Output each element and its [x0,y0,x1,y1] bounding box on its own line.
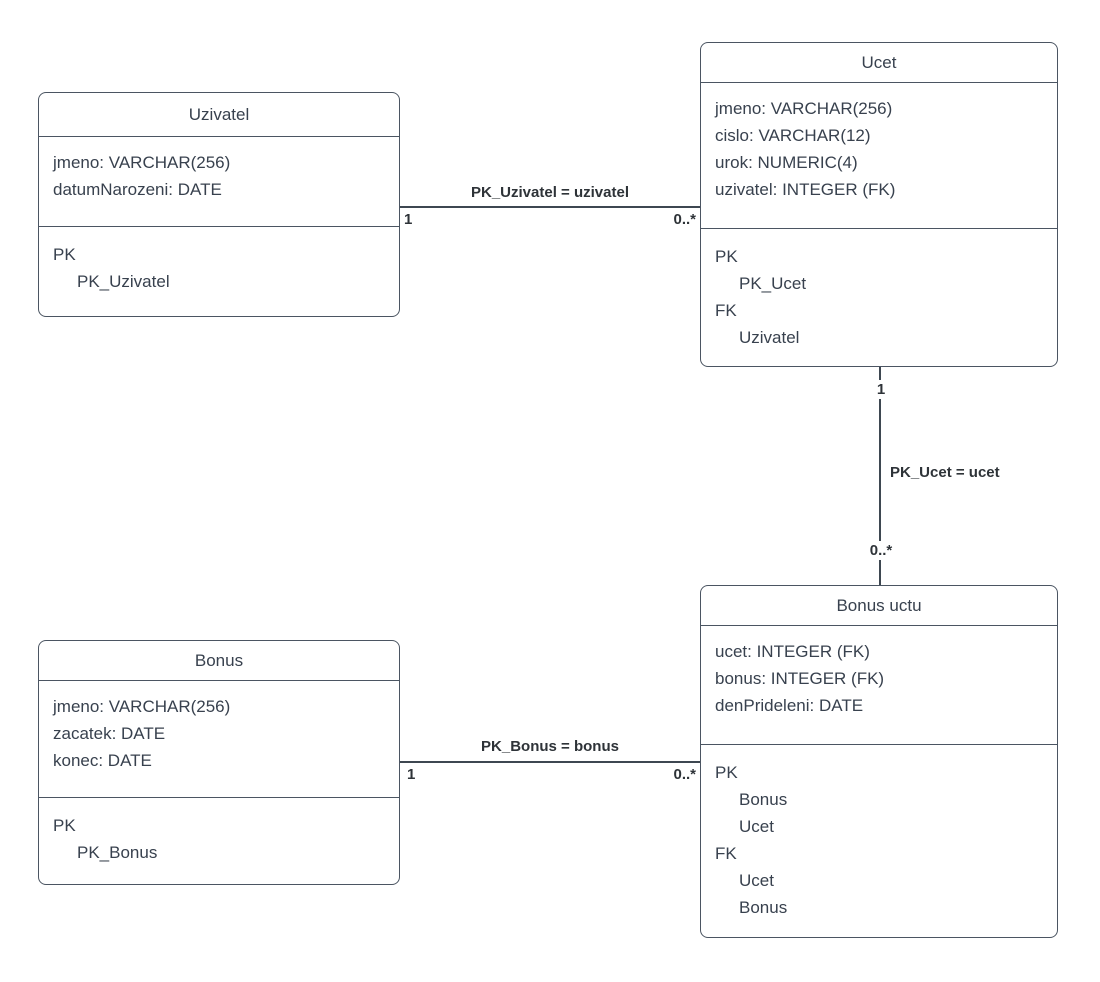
entity-bonus-keys: PK PK_Bonus [39,797,399,884]
edge-bonus-bonus-uctu-label: PK_Bonus = bonus [481,738,619,755]
edge-uzivatel-ucet-cardinality-one: 1 [404,211,413,228]
key-group-row: PK [715,247,738,266]
entity-bonus-attributes: jmeno: VARCHAR(256) zacatek: DATE konec:… [39,681,399,797]
attribute-row: jmeno: VARCHAR(256) [715,99,893,118]
key-member-row: PK_Uzivatel [77,272,170,291]
entity-bonus-uctu-keys: PK Bonus Ucet FK Ucet Bonus [701,744,1057,937]
edge-uzivatel-ucet-cardinality-many: 0..* [673,211,696,228]
entity-ucet[interactable]: Ucet jmeno: VARCHAR(256) cislo: VARCHAR(… [700,42,1058,367]
key-member-row: Ucet [739,871,774,890]
entity-bonus-title: Bonus [39,641,399,681]
entity-uzivatel-attributes: jmeno: VARCHAR(256) datumNarozeni: DATE [39,137,399,226]
attribute-row: cislo: VARCHAR(12) [715,126,871,145]
key-member-row: Uzivatel [739,328,800,347]
key-group-row: PK [53,816,76,835]
edge-bonus-bonus-uctu-cardinality-one: 1 [407,766,416,783]
edge-ucet-bonus-uctu-cardinality-many: 0..* [861,541,901,560]
key-member-row: Bonus [739,898,788,917]
attribute-row: ucet: INTEGER (FK) [715,642,870,661]
key-group-row: PK [715,763,738,782]
entity-bonus[interactable]: Bonus jmeno: VARCHAR(256) zacatek: DATE … [38,640,400,885]
attribute-row: zacatek: DATE [53,724,166,743]
entity-ucet-keys: PK PK_Ucet FK Uzivatel [701,228,1057,366]
entity-bonus-uctu[interactable]: Bonus uctu ucet: INTEGER (FK) bonus: INT… [700,585,1058,938]
key-member-row: Ucet [739,817,774,836]
attribute-row: urok: NUMERIC(4) [715,153,858,172]
entity-ucet-attributes: jmeno: VARCHAR(256) cislo: VARCHAR(12) u… [701,83,1057,228]
attribute-row: denPrideleni: DATE [715,696,864,715]
entity-uzivatel[interactable]: Uzivatel jmeno: VARCHAR(256) datumNaroze… [38,92,400,317]
attribute-row: jmeno: VARCHAR(256) [53,153,231,172]
entity-bonus-uctu-title: Bonus uctu [701,586,1057,626]
key-group-row: FK [715,844,737,863]
attribute-row: konec: DATE [53,751,152,770]
entity-uzivatel-keys: PK PK_Uzivatel [39,226,399,316]
edge-ucet-bonus-uctu-cardinality-one: 1 [866,380,896,399]
edge-ucet-bonus-uctu-label: PK_Ucet = ucet [890,464,1000,481]
edge-bonus-bonus-uctu-cardinality-many: 0..* [673,766,696,783]
attribute-row: uzivatel: INTEGER (FK) [715,180,896,199]
edge-ucet-bonus-uctu-line[interactable] [879,367,881,585]
attribute-row: jmeno: VARCHAR(256) [53,697,231,716]
key-member-row: PK_Ucet [739,274,807,293]
key-member-row: PK_Bonus [77,843,158,862]
edge-uzivatel-ucet-line[interactable] [400,206,700,208]
edge-bonus-bonus-uctu-line[interactable] [400,761,700,763]
attribute-row: datumNarozeni: DATE [53,180,222,199]
key-group-row: FK [715,301,737,320]
attribute-row: bonus: INTEGER (FK) [715,669,885,688]
entity-uzivatel-title: Uzivatel [39,93,399,137]
entity-ucet-title: Ucet [701,43,1057,83]
entity-bonus-uctu-attributes: ucet: INTEGER (FK) bonus: INTEGER (FK) d… [701,626,1057,744]
key-member-row: Bonus [739,790,788,809]
key-group-row: PK [53,245,76,264]
edge-uzivatel-ucet-label: PK_Uzivatel = uzivatel [471,184,629,201]
